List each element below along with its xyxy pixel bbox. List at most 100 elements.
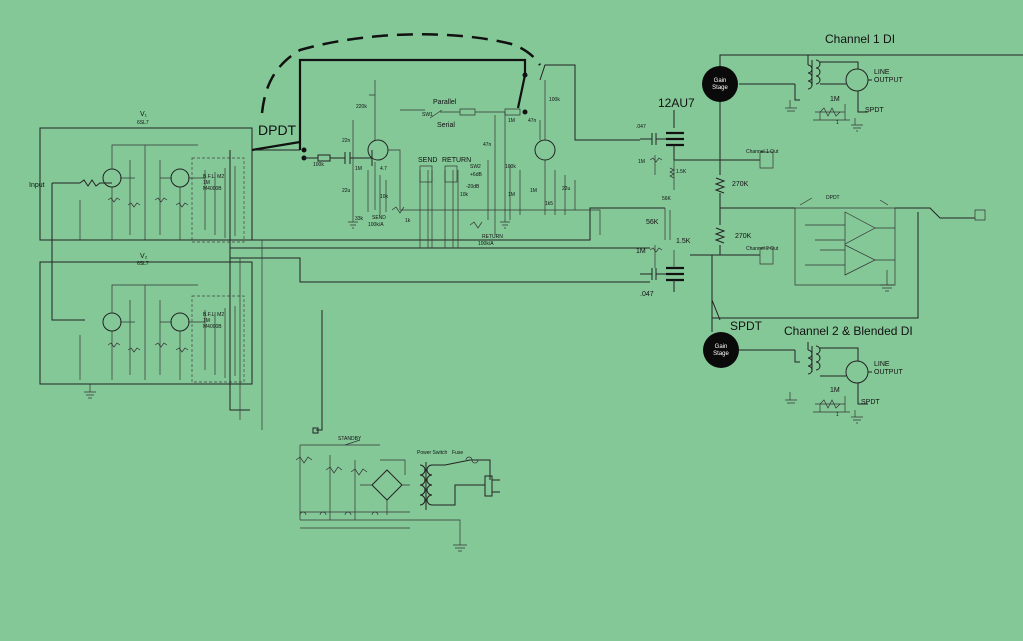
mains-plug: [484, 475, 493, 497]
fx-value: 1M: [530, 188, 537, 194]
fx-value: 100k: [549, 97, 560, 103]
bridge-rectifier: [371, 469, 403, 501]
return-pot-label: RETURN: [482, 234, 503, 240]
di-output-2: Channel 2 & Blended DI LINE OUTPUT 1M 1 …: [784, 324, 913, 424]
tube-12au7-label: 12AU7: [658, 96, 695, 110]
fx-value: 1M: [508, 192, 515, 198]
gain-stage-1: [702, 66, 738, 102]
preamp-section: Input V₁ 6SL7 V₂ 6SL7 B.F.L. M2 1M M4000…: [29, 111, 665, 430]
fx-value: 22u: [562, 186, 571, 192]
xlr-connector-2: [845, 360, 869, 384]
channel2-di-label: Channel 2 & Blended DI: [784, 324, 913, 338]
spdt-small-1: SPDT: [865, 107, 884, 114]
tone-box-1-line2: 1M: [203, 180, 210, 186]
v2-tube-type: 6SL7: [137, 261, 149, 267]
r-1m-top: 1M: [638, 159, 645, 165]
v1-label: V₁: [140, 111, 148, 118]
v2-tube-b: [170, 312, 190, 332]
r-1-5k-top: 1.5K: [676, 169, 687, 175]
power-supply-section: STANDBY Power Switch Fuse: [295, 310, 500, 552]
gain-stage-2-line1: Gain: [715, 344, 728, 350]
r-270k-top: 270K: [732, 181, 749, 188]
xlr-connector-1: [845, 68, 869, 92]
di-stage-section: 12AU7 .047 1M 1.5K 56K 56K .047 1M 1.5K …: [636, 54, 1023, 368]
spdt-mid-label: SPDT: [730, 319, 763, 333]
db-plus-label: +6dB: [470, 172, 482, 178]
tone-box-2-line2: 1M: [203, 318, 210, 324]
channel1-out-label: Channel 1 Out: [746, 149, 779, 155]
sw2-label: SW2: [470, 164, 481, 170]
fx-value: 47n: [483, 142, 492, 148]
v2-label: V₂: [140, 253, 148, 260]
power-switch-label: Power Switch: [417, 450, 448, 456]
fuse-label: Fuse: [452, 450, 463, 456]
input-label: Input: [29, 182, 45, 189]
fx-value: 1M: [355, 166, 362, 172]
dpdt-small-label: DPDT: [826, 195, 840, 201]
r-56k-top: 56K: [662, 196, 672, 202]
r-1-di1: 1: [836, 120, 839, 126]
r-56k-label: 56K: [646, 219, 659, 226]
send-pot-label: SEND: [372, 215, 386, 221]
channel2-out-label: Channel 2 Out: [746, 246, 779, 252]
r-1-5k-bottom: 1.5K: [676, 238, 691, 245]
r-270k-bottom: 270K: [735, 233, 752, 240]
tone-box-1-line1: B.F.L. M2: [203, 174, 224, 180]
send-label: SEND: [418, 157, 437, 164]
v1-tube-b: [170, 168, 190, 188]
fx-value: 100k: [313, 162, 324, 168]
tone-box-2-line1: B.F.L. M2: [203, 312, 224, 318]
gain-stage-1-line1: Gain: [714, 78, 727, 84]
tone-stack-box-2: [191, 295, 245, 383]
serial-label: Serial: [437, 122, 455, 129]
r-1m-di1: 1M: [830, 96, 840, 103]
line-output-1-line1: LINE: [874, 69, 890, 76]
fx-tube-2: [534, 139, 556, 161]
cap-047-top: .047: [636, 124, 646, 130]
fx-value: 1M: [508, 118, 515, 124]
fx-value: 22n: [342, 138, 351, 144]
return-pot-value: 100k/A: [478, 241, 494, 247]
fx-loop-section: DPDT Parallel Serial SW1 SW2 SEND RETURN…: [251, 33, 640, 248]
fx-value: 1k5: [545, 201, 553, 207]
r-1m-bottom: 1M: [636, 248, 646, 255]
dpdt-linkage: [260, 33, 542, 114]
fx-value: 22u: [342, 188, 351, 194]
fx-value: 10k: [460, 192, 469, 198]
tone-stack-box-1: [191, 157, 245, 243]
fx-value: 4.7: [380, 166, 387, 172]
fx-value: 47n: [528, 118, 537, 124]
gain-stage-2: [703, 332, 739, 368]
v1-tube-type: 6SL7: [137, 120, 149, 126]
send-pot-value: 100k/A: [368, 222, 384, 228]
sw1-label: SW1: [422, 112, 433, 118]
fx-value: 33k: [355, 216, 364, 222]
db-minus-label: -20dB: [466, 184, 480, 190]
line-output-2-line1: LINE: [874, 361, 890, 368]
parallel-label: Parallel: [433, 99, 457, 106]
standby-label: STANDBY: [338, 436, 362, 442]
line-output-2-line2: OUTPUT: [874, 369, 904, 376]
gain-stage-1-line2: Stage: [712, 85, 728, 91]
tone-box-1-line3: M4000B: [203, 186, 222, 192]
tone-box-2-line3: M4000B: [203, 324, 222, 330]
dpdt-label: DPDT: [258, 122, 297, 138]
r-1m-di2: 1M: [830, 387, 840, 394]
channel1-di-label: Channel 1 DI: [825, 32, 895, 46]
di-output-1: Channel 1 DI LINE OUTPUT 1M 1 SPDT: [785, 32, 904, 132]
gain-stage-2-line2: Stage: [713, 351, 729, 357]
fx-value: 100k: [505, 164, 516, 170]
fx-value: 220k: [356, 104, 367, 110]
line-output-1-line2: OUTPUT: [874, 77, 904, 84]
fx-value: 10k: [380, 194, 389, 200]
spdt-small-2: SPDT: [861, 399, 880, 406]
cap-047-bottom: .047: [640, 291, 654, 298]
return-label: RETURN: [442, 157, 471, 164]
fx-tube-1: [367, 139, 389, 161]
v1-tube-a: [102, 168, 122, 188]
fx-value: 1k: [405, 218, 411, 224]
blend-section: DPDT: [712, 195, 986, 319]
v2-tube-a: [102, 312, 122, 332]
